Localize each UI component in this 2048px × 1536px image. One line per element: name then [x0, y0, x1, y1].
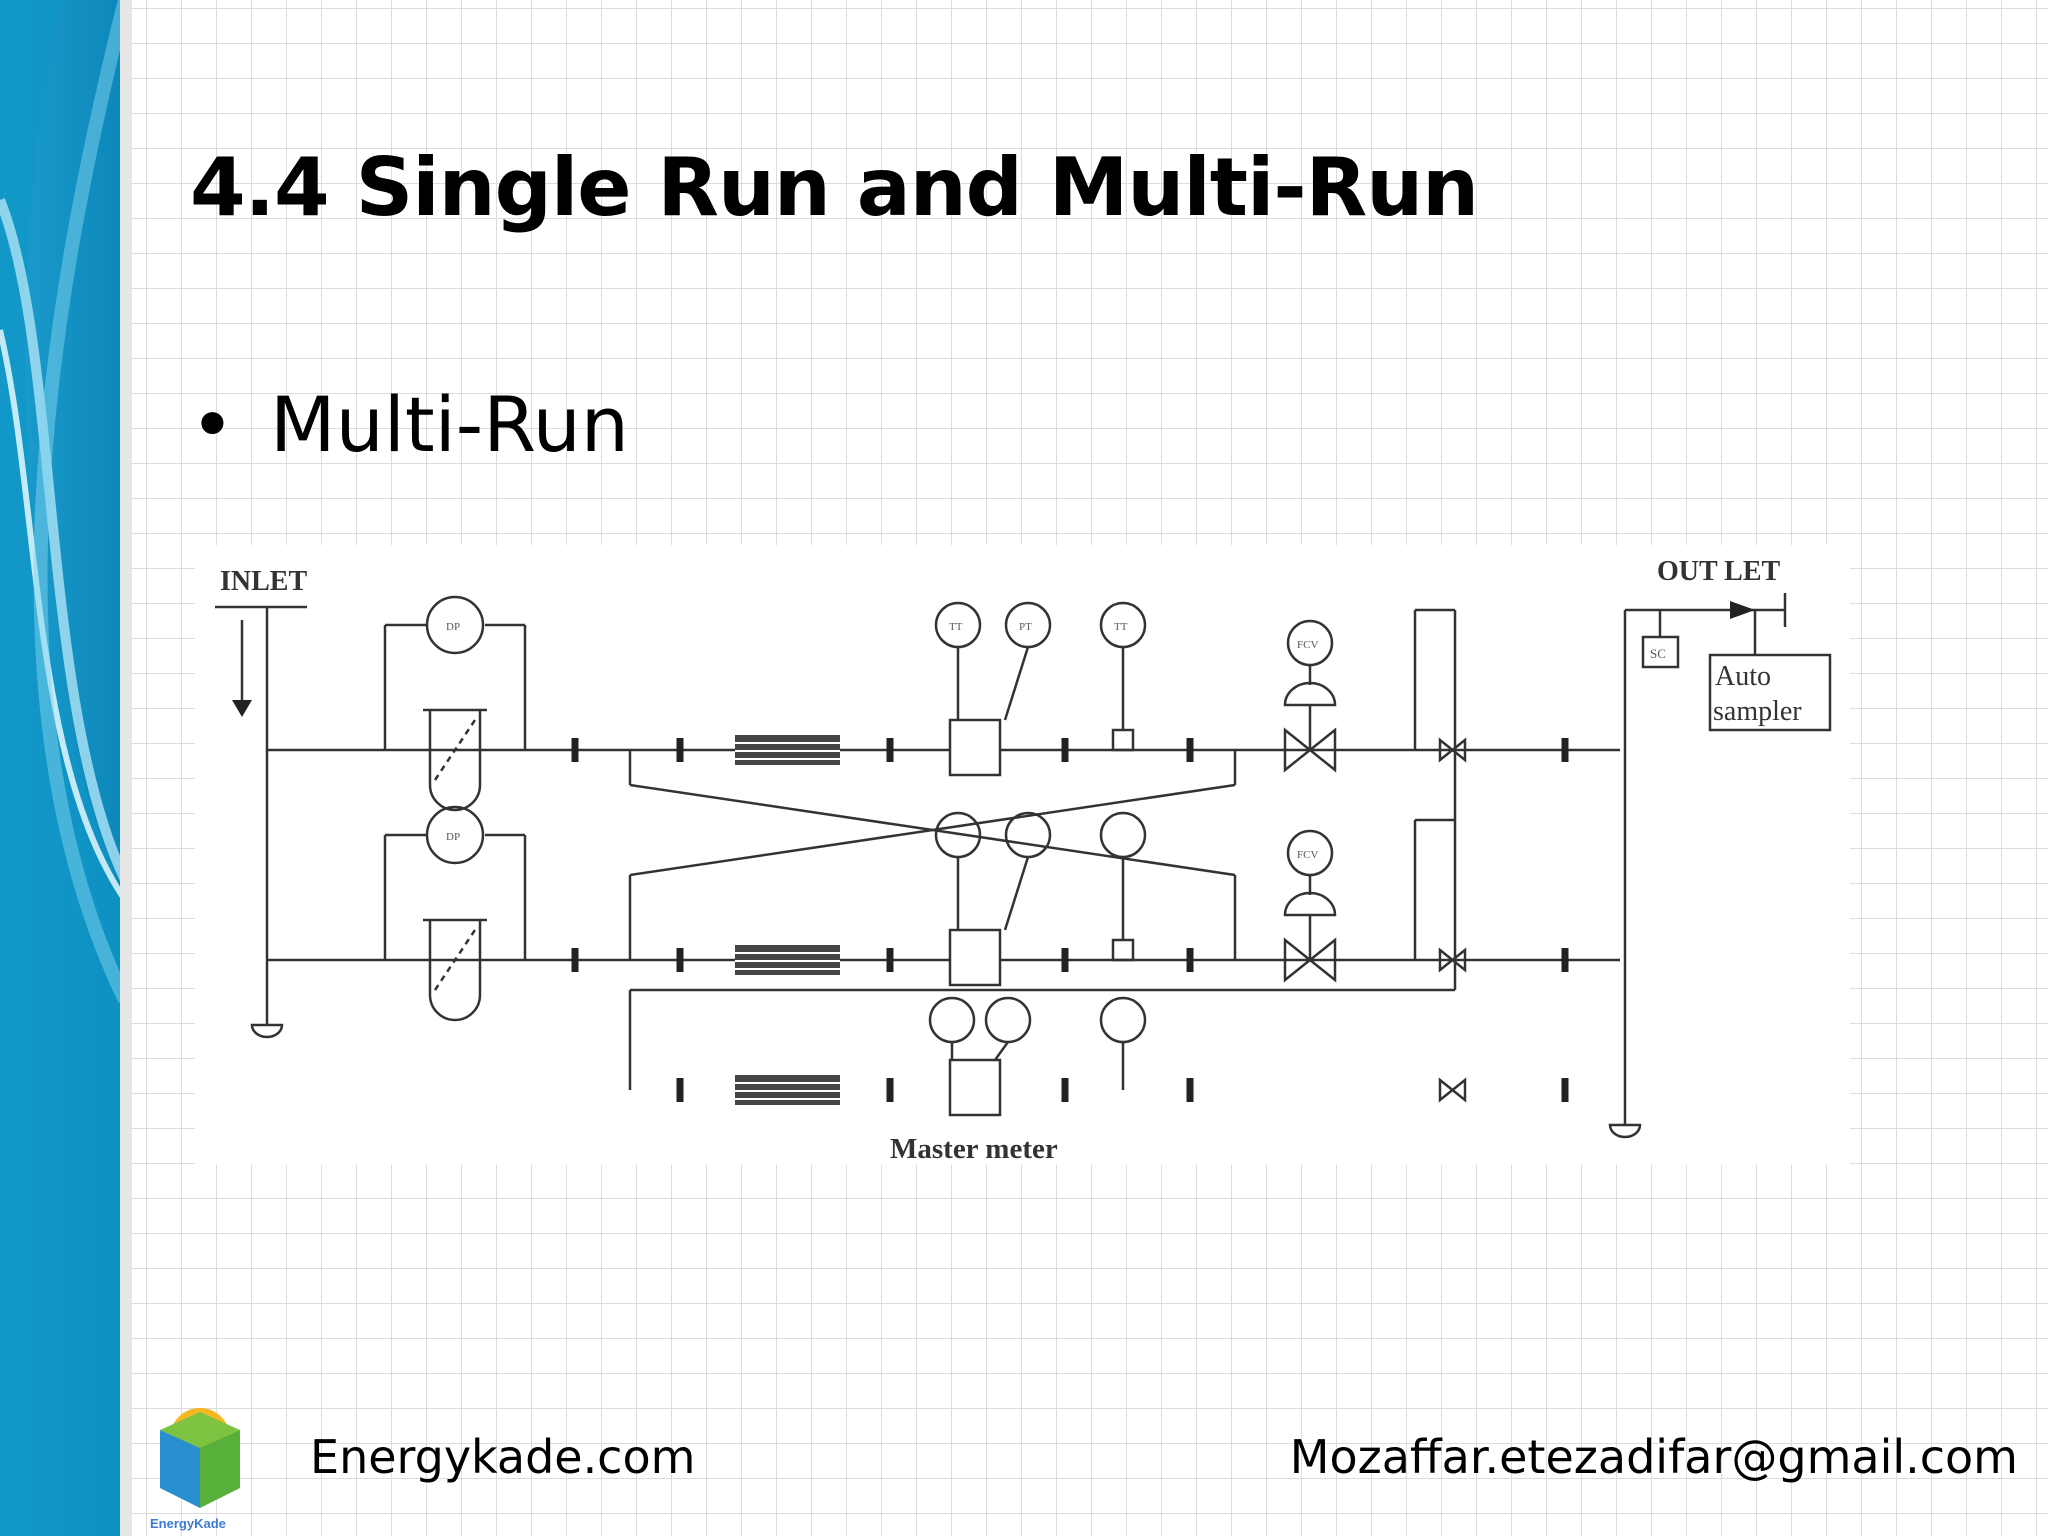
bullet-item: • Multi-Run — [190, 375, 629, 475]
sidebar-decoration — [0, 0, 132, 1536]
pt-label-a: PT — [1019, 621, 1032, 633]
fcv-label-top: FCV — [1297, 639, 1318, 651]
footer-email[interactable]: Mozaffar.etezadifar@gmail.com — [1289, 1430, 2018, 1484]
dp-label-bottom: DP — [446, 831, 460, 843]
fcv-label-bottom: FCV — [1297, 849, 1318, 861]
master-meter-label: Master meter — [890, 1133, 1058, 1165]
auto-sampler-label-1: Auto — [1715, 661, 1771, 692]
dp-label-top: DP — [446, 621, 460, 633]
tt-label-a: TT — [949, 621, 963, 633]
tt-label-b: TT — [1114, 621, 1128, 633]
logo-text: EnergyKade — [150, 1516, 226, 1531]
footer-website[interactable]: Energykade.com — [310, 1430, 696, 1484]
slide-title: 4.4 Single Run and Multi-Run — [190, 141, 1479, 234]
outlet-label: OUT LET — [1657, 556, 1781, 587]
multi-run-diagram: INLET OUT LET Auto sampler SC Master met… — [195, 545, 1850, 1165]
bullet-marker: • — [190, 380, 235, 469]
auto-sampler-label-2: sampler — [1713, 696, 1802, 727]
sc-label: SC — [1650, 646, 1666, 661]
inlet-label: INLET — [220, 566, 307, 597]
energykade-logo — [160, 1408, 240, 1508]
bullet-text: Multi-Run — [270, 380, 629, 469]
